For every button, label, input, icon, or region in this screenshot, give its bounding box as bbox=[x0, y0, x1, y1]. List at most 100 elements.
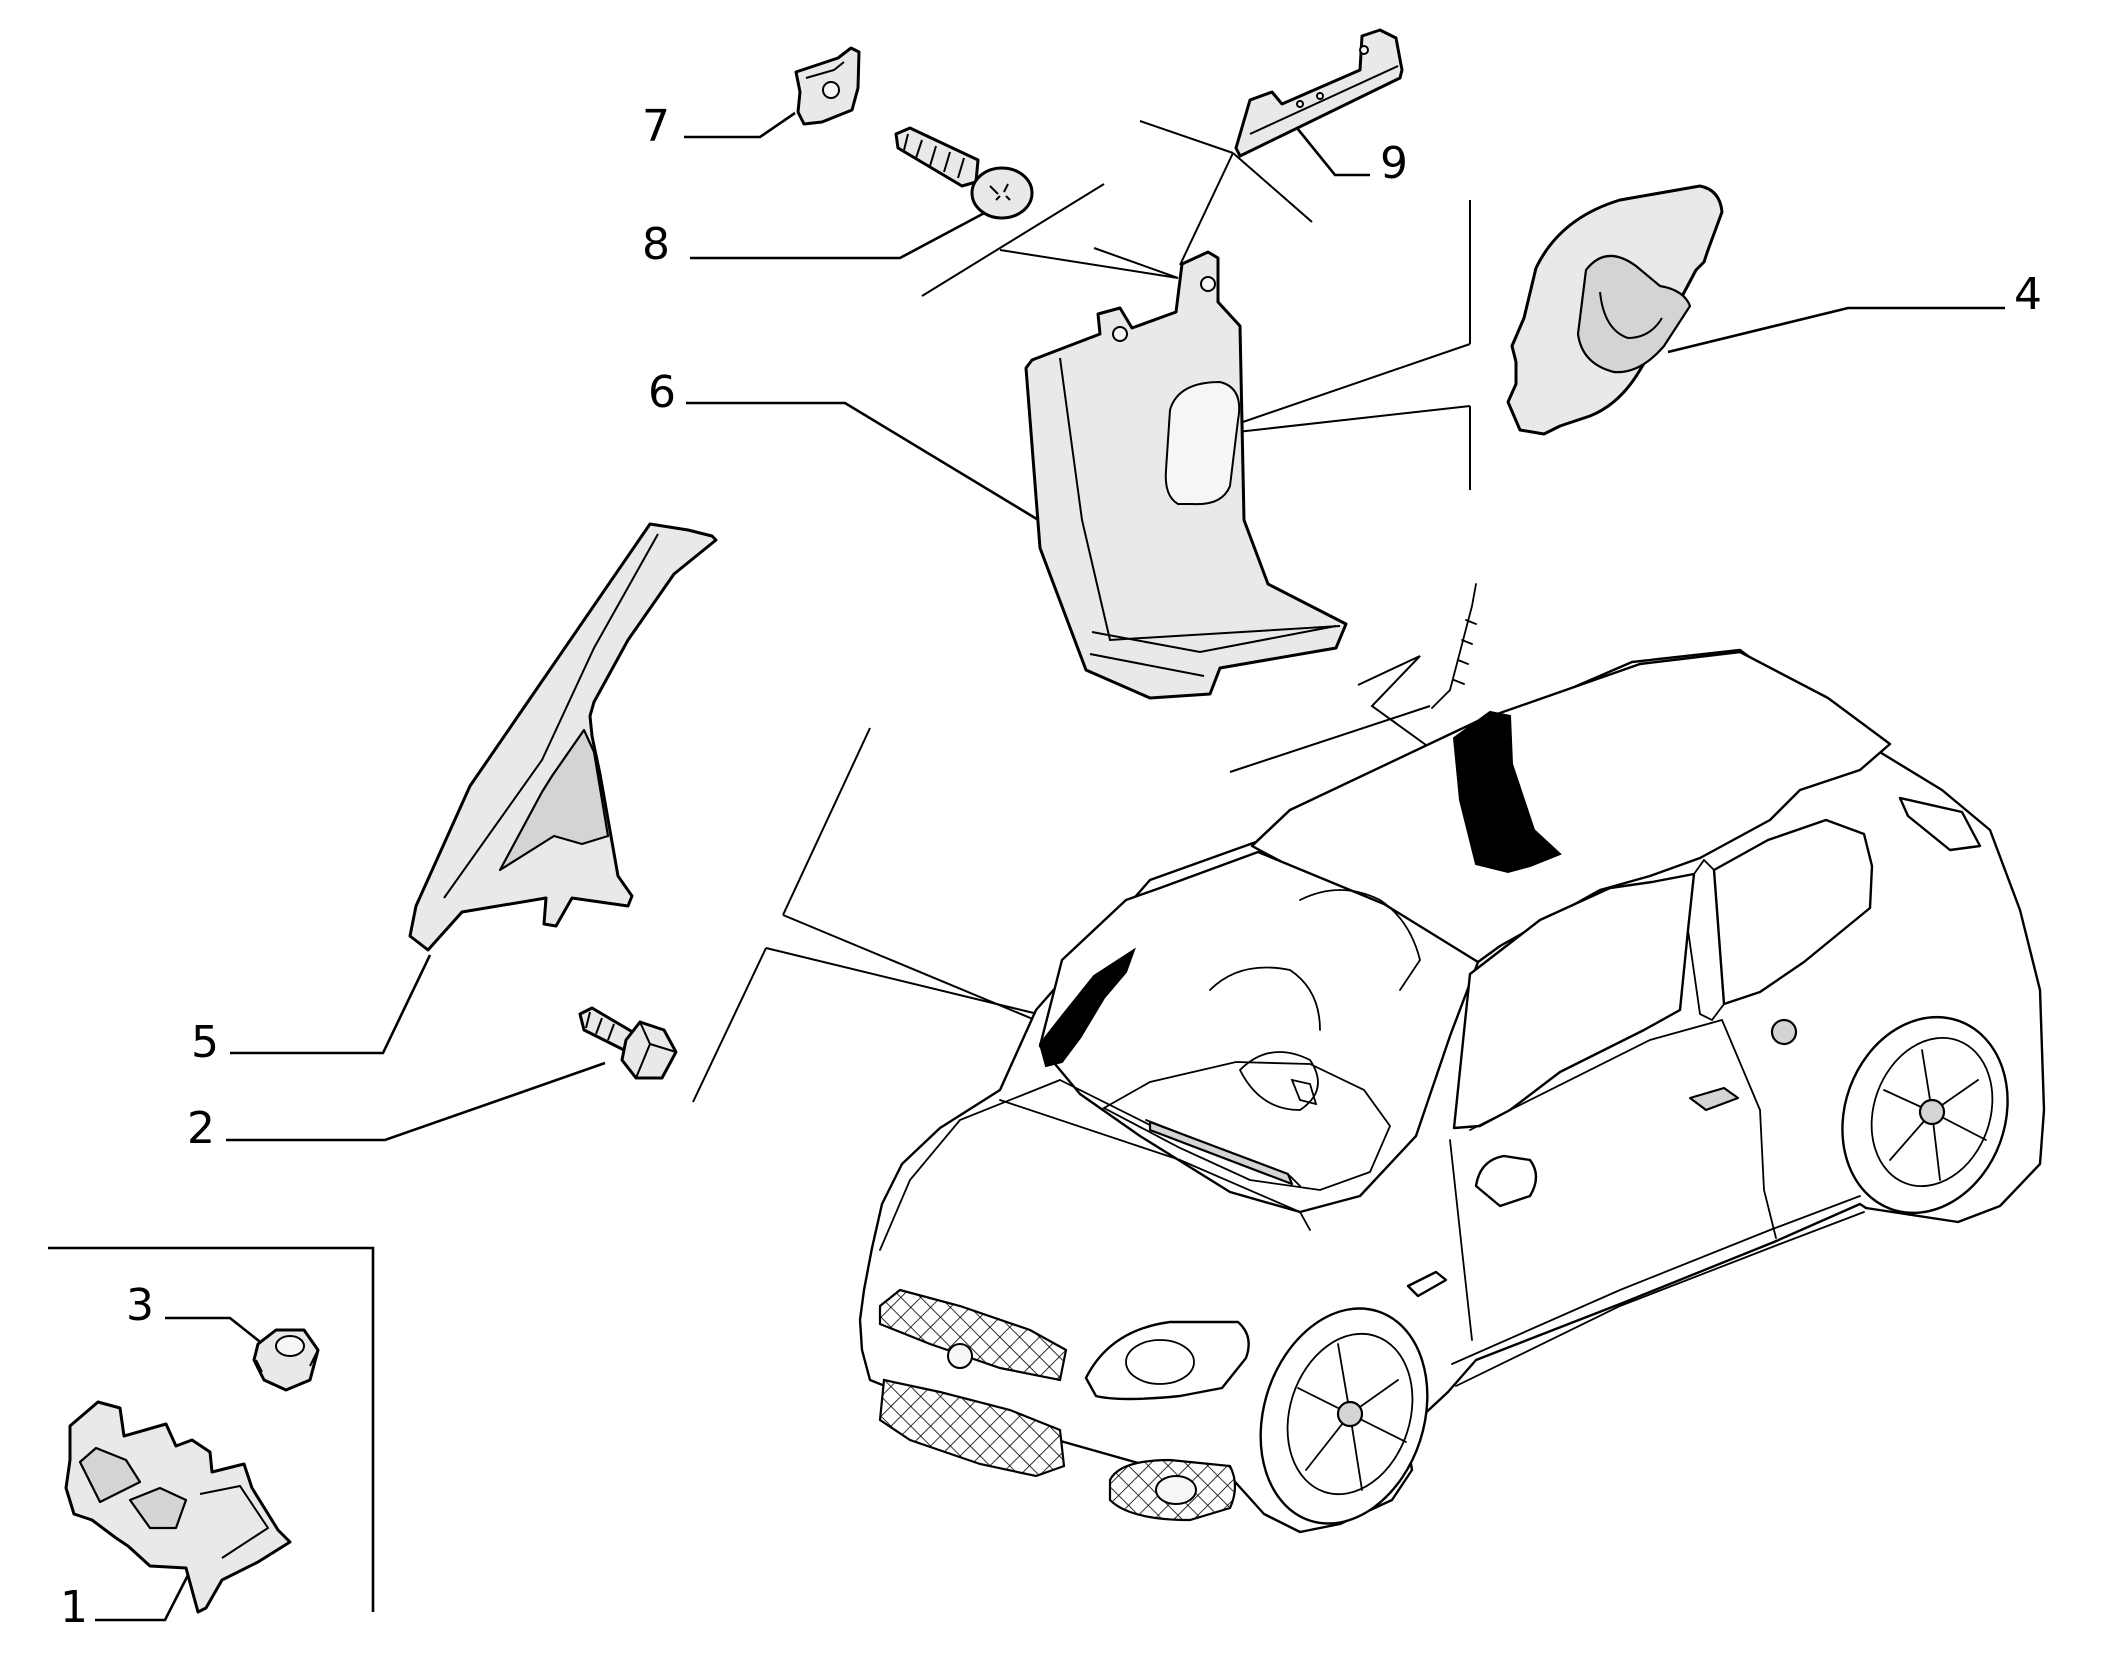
rear-light bbox=[1898, 796, 1982, 852]
bracket-hole-a bbox=[1359, 45, 1369, 55]
part-6-b-pillar-trim bbox=[1024, 250, 1348, 700]
gear-lever bbox=[1290, 1078, 1318, 1106]
door-handle bbox=[1688, 1086, 1740, 1112]
lower-grille bbox=[878, 1378, 1066, 1478]
side-stripe-2 bbox=[1451, 1195, 1861, 1365]
part-2-bolt bbox=[578, 1006, 678, 1080]
part-3-nut bbox=[252, 1328, 320, 1392]
fan-6-car-b bbox=[1357, 655, 1427, 746]
seat-left bbox=[1299, 889, 1421, 991]
bolt-head bbox=[620, 1020, 678, 1080]
fog-light bbox=[1155, 1475, 1197, 1505]
fan-4-upper bbox=[1236, 343, 1471, 425]
pillar-trim-icon bbox=[408, 522, 718, 952]
dashboard bbox=[1102, 1061, 1392, 1191]
fan-line-9 bbox=[1179, 152, 1234, 266]
screw-thread bbox=[903, 133, 965, 179]
antenna-coil bbox=[1453, 619, 1477, 685]
clip-slot-b bbox=[128, 1486, 188, 1530]
part-1-clip bbox=[64, 1400, 292, 1614]
callout-4: 4 bbox=[2014, 269, 2042, 320]
scorpion-badge bbox=[1770, 1018, 1798, 1046]
pillar-bottom-edge bbox=[1091, 625, 1337, 654]
part-7-retaining-clip bbox=[794, 46, 861, 126]
nut-facets bbox=[255, 1349, 319, 1373]
pillar-crease bbox=[1059, 357, 1341, 642]
b-pillar-line bbox=[1687, 858, 1725, 1022]
pillar-bottom-edge-2 bbox=[1089, 653, 1205, 677]
callout-1: 1 bbox=[60, 1582, 88, 1633]
callout-3: 3 bbox=[126, 1280, 154, 1331]
fan-top bbox=[1139, 120, 1234, 154]
wiper-arm bbox=[1148, 1120, 1294, 1186]
fan-left-lower bbox=[1093, 247, 1179, 279]
callout-6: 6 bbox=[648, 367, 676, 418]
clip-hole bbox=[822, 81, 840, 99]
seat-right bbox=[1209, 966, 1321, 1031]
cover-recess bbox=[1576, 254, 1692, 374]
part-4-grab-handle-cover bbox=[1506, 184, 1724, 436]
car-roof bbox=[1250, 650, 1892, 964]
fan-5-car-c bbox=[765, 947, 1047, 1017]
rear-rim bbox=[1870, 1036, 1994, 1188]
callout-9: 9 bbox=[1380, 138, 1408, 189]
callout-5: 5 bbox=[191, 1017, 219, 1068]
part-8-screw bbox=[894, 126, 1034, 220]
leader-7 bbox=[684, 111, 796, 139]
a-pillar-highlight bbox=[1038, 947, 1136, 1068]
front-hub bbox=[1336, 1400, 1364, 1428]
leader-8 bbox=[690, 208, 991, 260]
headlight bbox=[1084, 1320, 1250, 1401]
callout-7: 7 bbox=[642, 101, 670, 152]
headlight-lens bbox=[1125, 1339, 1195, 1385]
clip-slot-a bbox=[78, 1446, 142, 1504]
b-pillar-highlight bbox=[1452, 710, 1562, 874]
upper-grille bbox=[878, 1288, 1068, 1382]
fan-5-car-a bbox=[782, 727, 871, 916]
pillar-recess bbox=[498, 728, 610, 872]
pillar-inner-edge bbox=[443, 533, 659, 899]
clip-tab bbox=[199, 1484, 270, 1559]
fan-6-car-a bbox=[1229, 705, 1431, 773]
part-9-bracket bbox=[1234, 28, 1404, 158]
part-5-a-pillar-trim bbox=[408, 522, 718, 952]
fender-vent bbox=[1406, 1270, 1448, 1298]
hood-crease bbox=[879, 1079, 1061, 1251]
clip-edge bbox=[805, 61, 845, 79]
fan-line-8 bbox=[999, 249, 1179, 279]
cover-recess-inner bbox=[1599, 291, 1663, 340]
leader-lines bbox=[48, 111, 2005, 1622]
fan-left-upper bbox=[921, 183, 1105, 297]
pillar-recess bbox=[1164, 381, 1241, 506]
side-window-rear bbox=[1712, 818, 1874, 1006]
callout-8: 8 bbox=[642, 219, 670, 270]
bolt-thread bbox=[585, 1011, 615, 1041]
fan-top-right bbox=[1232, 152, 1313, 223]
bracket-hole-c bbox=[1316, 92, 1324, 100]
leader-5 bbox=[230, 954, 432, 1055]
screw-cross bbox=[989, 183, 1011, 201]
nut-hole bbox=[275, 1335, 305, 1357]
pillar-hole-b bbox=[1200, 276, 1216, 292]
front-spokes bbox=[1297, 1343, 1407, 1491]
pillar-hole-a bbox=[1112, 326, 1128, 342]
rear-spokes bbox=[1883, 1049, 1987, 1181]
side-mirror bbox=[1474, 1154, 1538, 1208]
fan-5-car-d bbox=[692, 947, 767, 1103]
rear-hub bbox=[1918, 1098, 1946, 1126]
bracket-hole-b bbox=[1296, 100, 1304, 108]
side-stripe bbox=[1455, 1211, 1865, 1387]
group-bracket-1-3 bbox=[48, 1246, 375, 1612]
leader-4 bbox=[1667, 306, 2005, 354]
front-badge bbox=[947, 1343, 973, 1369]
bracket-edge bbox=[1249, 65, 1399, 135]
leader-9 bbox=[1295, 127, 1370, 177]
leader-6 bbox=[686, 401, 1056, 532]
car-illustration bbox=[858, 583, 2046, 1534]
leader-2 bbox=[226, 1061, 606, 1142]
hood-edge bbox=[999, 1099, 1311, 1231]
front-rim bbox=[1286, 1332, 1414, 1496]
bolt-head-facets bbox=[635, 1021, 677, 1079]
antenna bbox=[1431, 583, 1477, 709]
